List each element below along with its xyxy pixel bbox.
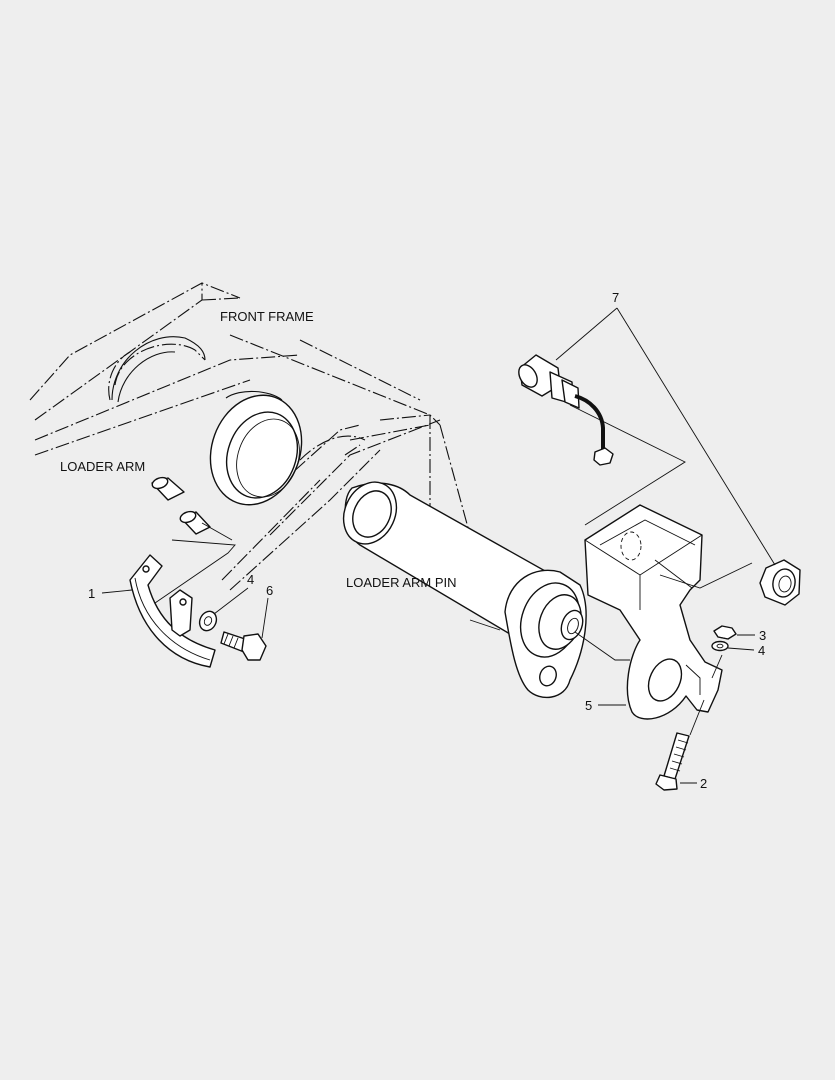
label-front-frame: FRONT FRAME <box>220 309 314 324</box>
callout-7: 7 <box>612 290 619 305</box>
part-7-sensor-fitting <box>518 354 614 466</box>
label-loader-arm: LOADER ARM <box>60 459 145 474</box>
callout-2: 2 <box>700 776 707 791</box>
part-2-bolt-right <box>655 732 690 791</box>
callout-6: 6 <box>266 583 273 598</box>
part-5-bracket <box>584 504 723 720</box>
part-7-nut <box>759 559 801 606</box>
assembly-lines <box>154 404 753 736</box>
part-4-washer-left <box>198 610 218 632</box>
callout-3: 3 <box>759 628 766 643</box>
label-loader-arm-pin: LOADER ARM PIN <box>346 575 457 590</box>
loader-arm-bore <box>209 390 303 506</box>
part-1-strap <box>129 554 216 668</box>
loader-arm-pin <box>342 481 587 699</box>
spacer-lower <box>179 510 211 535</box>
spacer-upper <box>151 476 185 501</box>
callout-4-right: 4 <box>758 643 765 658</box>
part-4-washer-right <box>711 640 729 652</box>
callout-1: 1 <box>88 586 95 601</box>
callout-4-left: 4 <box>247 572 254 587</box>
part-6-bolt-left <box>220 631 267 661</box>
leader-lines <box>101 307 776 784</box>
callout-5: 5 <box>585 698 592 713</box>
part-3-nut <box>713 625 737 640</box>
front-frame-boss <box>111 336 206 403</box>
